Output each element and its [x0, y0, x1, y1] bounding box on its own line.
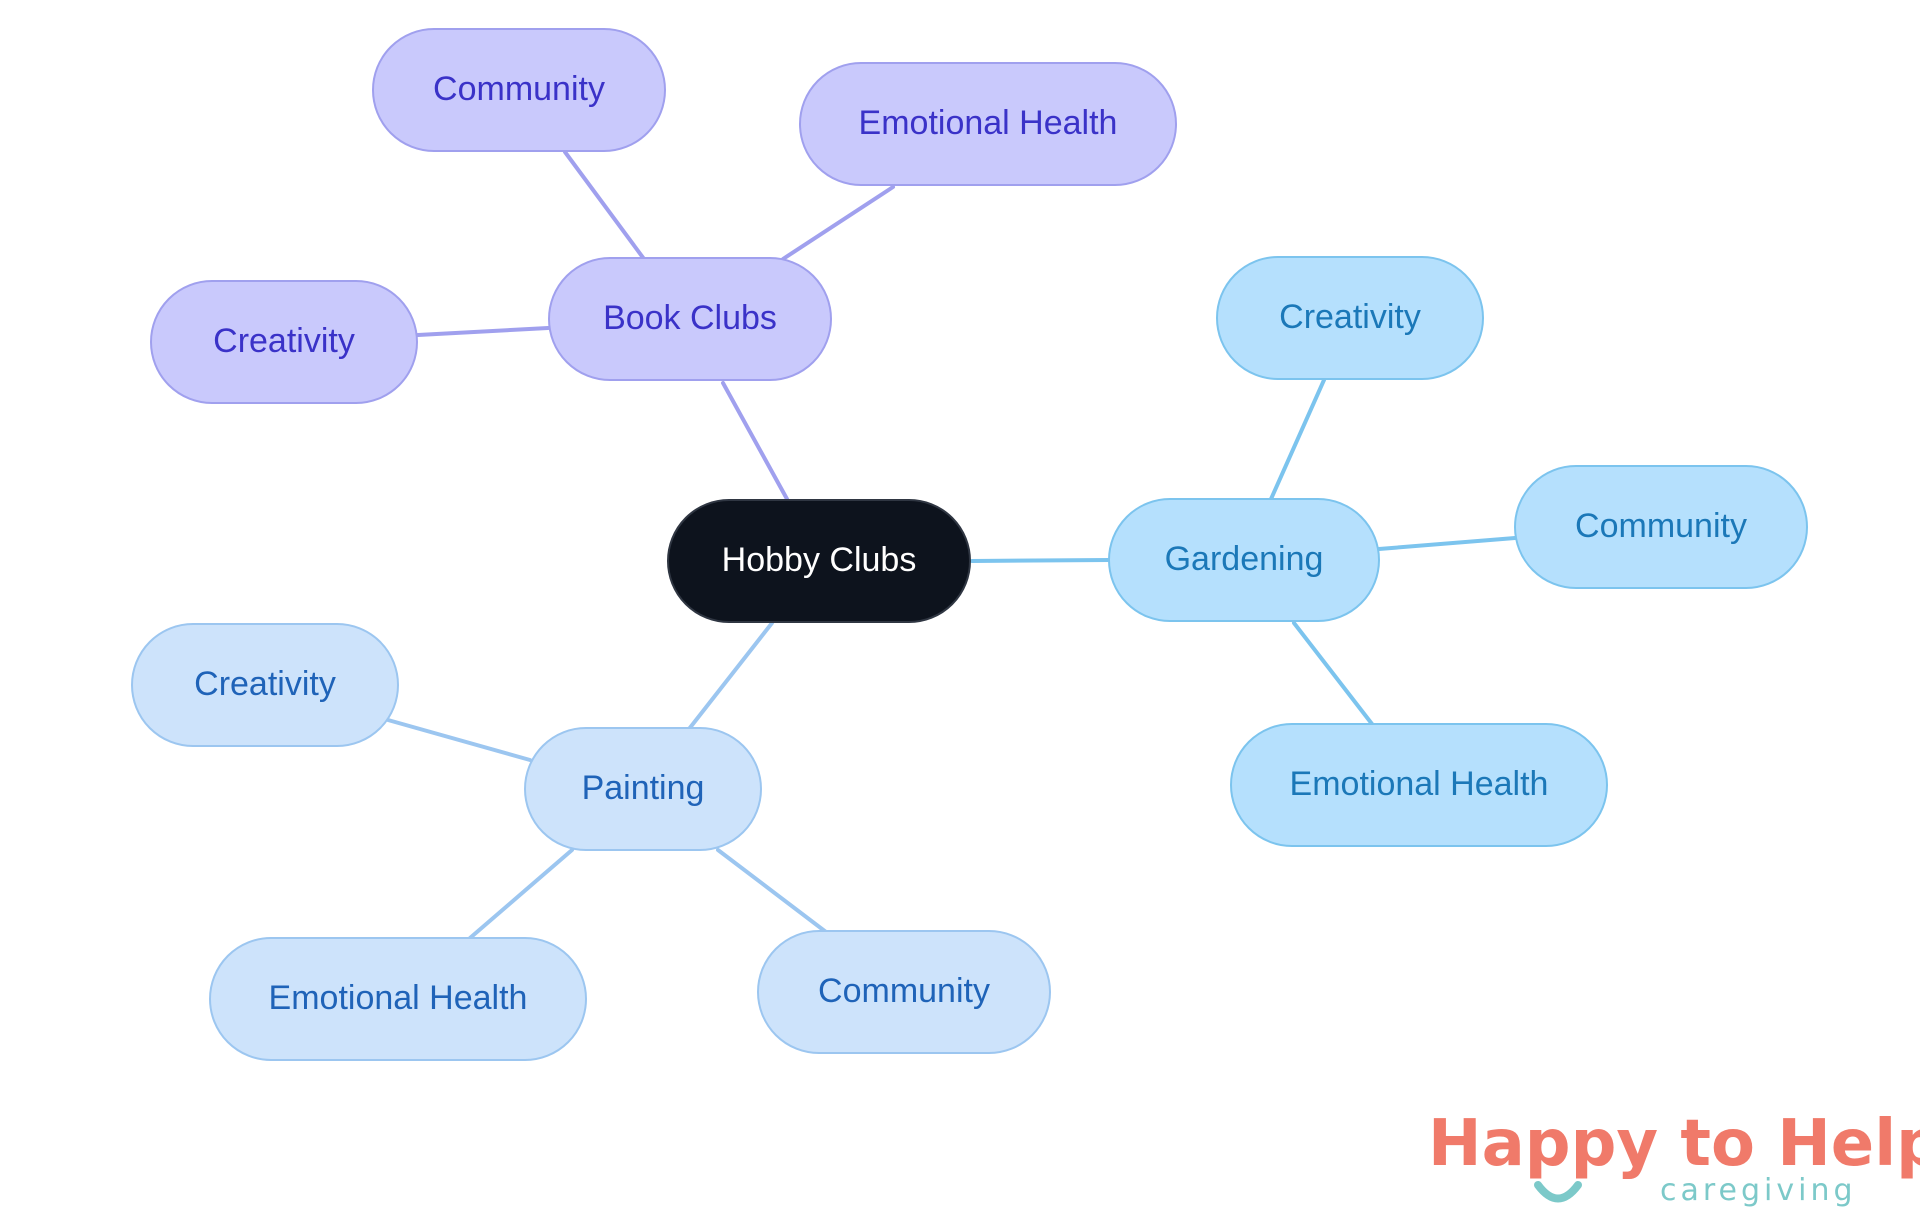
leaf-node-book-clubs-creativity-shape	[150, 280, 418, 404]
branch-node-painting-label: Painting	[582, 769, 705, 807]
branch-node-painting: Painting	[524, 727, 762, 851]
leaf-node-book-clubs-creativity: Creativity	[150, 280, 418, 404]
branch-node-book-clubs-label: Book Clubs	[603, 299, 777, 337]
leaf-node-painting-creativity-shape	[131, 623, 399, 747]
leaf-node-painting-community: Community	[757, 930, 1051, 1054]
root-node-hobby-clubs: Hobby Clubs	[667, 499, 971, 623]
leaf-node-book-clubs-community-label: Community	[433, 70, 605, 108]
leaf-node-painting-creativity: Creativity	[131, 623, 399, 747]
edge-gardening-to-creativity	[1269, 378, 1326, 501]
branch-node-painting-shape	[524, 727, 762, 851]
logo-smile-mark	[1534, 1181, 1582, 1203]
leaf-node-painting-emotional-health-shape	[209, 937, 587, 1061]
leaf-node-gardening-creativity-label: Creativity	[1279, 298, 1421, 336]
edge-root-to-book-clubs	[721, 381, 789, 501]
connector-lines	[386, 150, 1517, 940]
leaf-node-gardening-emotional-health: Emotional Health	[1230, 723, 1608, 847]
edge-book-clubs-to-emotional-health	[781, 185, 895, 261]
logo-title: Happy to Help	[1428, 1107, 1920, 1181]
branch-node-gardening-label: Gardening	[1165, 540, 1324, 578]
edge-book-clubs-to-creativity	[416, 326, 550, 337]
branch-node-gardening: Gardening	[1108, 498, 1380, 622]
leaf-node-gardening-community-label: Community	[1575, 507, 1747, 545]
leaf-node-book-clubs-community-shape	[372, 28, 666, 152]
leaf-node-painting-emotional-health-label: Emotional Health	[269, 979, 528, 1017]
leaf-node-gardening-emotional-health-label: Emotional Health	[1290, 765, 1549, 803]
leaf-node-painting-community-shape	[757, 930, 1051, 1054]
leaf-node-gardening-community: Community	[1514, 465, 1808, 589]
leaf-node-painting-creativity-label: Creativity	[194, 665, 336, 703]
leaf-node-painting-emotional-health: Emotional Health	[209, 937, 587, 1061]
edge-painting-to-creativity	[386, 718, 532, 762]
edge-gardening-to-emotional-health	[1292, 621, 1374, 726]
root-node-hobby-clubs-shape	[667, 499, 971, 623]
branch-node-gardening-shape	[1108, 498, 1380, 622]
edge-book-clubs-to-community	[563, 150, 646, 261]
logo-subtitle: caregiving	[1660, 1173, 1857, 1208]
leaf-node-book-clubs-emotional-health-label: Emotional Health	[859, 104, 1118, 142]
leaf-node-book-clubs-emotional-health-shape	[799, 62, 1177, 186]
branch-node-book-clubs: Book Clubs	[548, 257, 832, 381]
happy-to-help-logo: Happy to Help caregiving	[1428, 1107, 1920, 1208]
edge-root-to-gardening	[970, 558, 1111, 563]
branch-node-book-clubs-shape	[548, 257, 832, 381]
edge-painting-to-community	[716, 848, 828, 934]
leaf-node-gardening-community-shape	[1514, 465, 1808, 589]
edge-painting-to-emotional-health	[468, 848, 574, 940]
leaf-node-book-clubs-creativity-label: Creativity	[213, 322, 355, 360]
leaf-node-gardening-creativity: Creativity	[1216, 256, 1484, 380]
edge-gardening-to-community	[1377, 536, 1517, 551]
edge-root-to-painting	[687, 621, 774, 731]
leaf-node-gardening-creativity-shape	[1216, 256, 1484, 380]
root-node-hobby-clubs-label: Hobby Clubs	[722, 541, 917, 579]
leaf-node-gardening-emotional-health-shape	[1230, 723, 1608, 847]
leaf-node-book-clubs-community: Community	[372, 28, 666, 152]
leaf-node-painting-community-label: Community	[818, 972, 990, 1010]
leaf-node-book-clubs-emotional-health: Emotional Health	[799, 62, 1177, 186]
